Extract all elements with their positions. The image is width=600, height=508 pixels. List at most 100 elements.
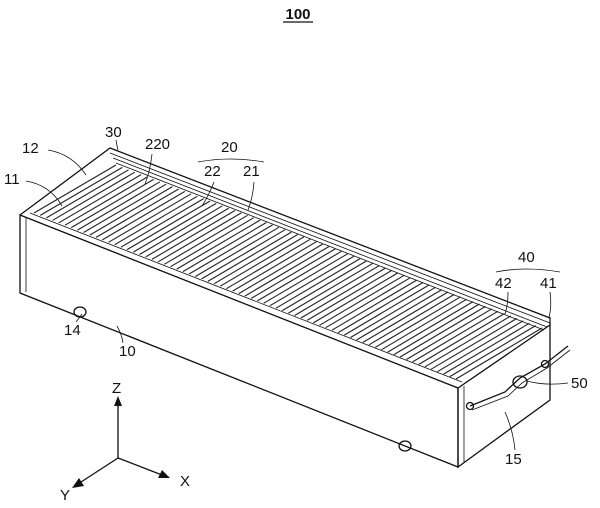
- leader-30: [115, 139, 119, 151]
- grille-slat: [64, 176, 148, 226]
- grille-slat: [319, 274, 405, 326]
- grille-slat: [58, 174, 142, 224]
- grille-slat: [170, 217, 255, 268]
- label-12: 12: [22, 140, 39, 157]
- grille-slat: [356, 289, 443, 341]
- grille-slat: [120, 198, 204, 248]
- leader-14: [75, 313, 83, 323]
- grille-slat: [269, 255, 355, 307]
- grille-slat: [406, 308, 493, 360]
- grille-slat: [89, 186, 173, 236]
- grille-slat: [399, 305, 486, 358]
- bracket-40: [495, 268, 561, 273]
- grille-slat: [430, 317, 518, 370]
- grille-slat: [182, 222, 267, 273]
- label-41: 41: [540, 275, 557, 292]
- grille-slat: [257, 250, 342, 302]
- grille-slat: [375, 296, 461, 348]
- z-arrowhead: [114, 396, 122, 406]
- grille-slat: [325, 277, 411, 329]
- grille-slat: [306, 270, 392, 321]
- grille-slat: [95, 188, 179, 238]
- grille-slat: [145, 207, 230, 258]
- grille-slat: [33, 164, 117, 214]
- x-axis-label: X: [180, 473, 190, 490]
- grille-slat: [83, 183, 167, 233]
- grille-slat: [281, 260, 367, 312]
- grille-slat: [139, 205, 223, 255]
- leader-50: [526, 380, 569, 385]
- grille-slat: [331, 279, 417, 331]
- grille-slat: [288, 262, 374, 314]
- grille-slat: [70, 178, 154, 229]
- label-14: 14: [64, 322, 81, 339]
- grille-slat: [213, 234, 298, 285]
- leader-12: [47, 149, 87, 176]
- latch-handle-inner: [471, 349, 571, 411]
- x-axis: [117, 457, 163, 476]
- grille-slat: [387, 301, 474, 353]
- latch-pivot-2: [540, 359, 550, 369]
- grille-slat: [437, 320, 524, 373]
- bracket-20: [197, 158, 265, 163]
- grille-slat: [300, 267, 386, 319]
- latch-pivot: [465, 401, 475, 411]
- label-40: 40: [518, 249, 535, 266]
- back-rim-line-3: [115, 162, 545, 331]
- y-axis-label: Y: [60, 487, 70, 504]
- grille-slat: [226, 238, 311, 290]
- leader-10: [116, 325, 124, 344]
- grille-slat: [46, 169, 129, 219]
- grille-slat: [157, 212, 242, 263]
- z-axis-label: Z: [112, 380, 121, 397]
- y-arrowhead: [72, 478, 84, 488]
- leader-220: [144, 153, 153, 185]
- grille-slat: [344, 284, 430, 336]
- grille-slat: [195, 226, 280, 277]
- back-rim-line-1: [109, 152, 551, 324]
- grille-slat: [418, 313, 505, 365]
- grille-slat: [443, 322, 530, 375]
- grille-slat: [244, 246, 330, 297]
- y-axis: [77, 457, 119, 485]
- foot-front-left: [73, 306, 87, 318]
- grille-slat: [294, 265, 380, 316]
- grille-slat: [455, 327, 543, 380]
- grille-slat: [52, 171, 136, 221]
- label-10: 10: [119, 343, 136, 360]
- grille-slat: [350, 286, 436, 338]
- leader-15: [504, 411, 516, 451]
- grille-slat: [232, 241, 317, 292]
- label-220: 220: [145, 136, 170, 153]
- label-42: 42: [495, 275, 512, 292]
- grille-slat: [39, 166, 123, 216]
- end-panel: [457, 323, 551, 469]
- grille-slat: [151, 210, 236, 260]
- label-22: 22: [204, 163, 221, 180]
- leader-22: [201, 181, 215, 207]
- front-panel: [19, 214, 459, 468]
- grille-slat: [219, 236, 305, 287]
- grille-slat: [238, 243, 323, 295]
- figure-title: 100: [285, 6, 310, 23]
- latch-knob: [512, 375, 528, 389]
- axis-triad: Z X Y: [60, 380, 190, 504]
- grille-slat: [201, 229, 286, 280]
- grille-slat: [133, 202, 217, 253]
- grille-slat: [412, 310, 499, 363]
- grille-slat: [164, 214, 248, 265]
- label-30: 30: [105, 124, 122, 141]
- grille-slat: [393, 303, 480, 356]
- grille-slat: [313, 272, 399, 324]
- grille-slat: [362, 291, 449, 343]
- grille-slat: [207, 231, 292, 282]
- grille-slat: [77, 181, 161, 231]
- leader-41: [548, 291, 552, 319]
- inner-front-edge: [29, 212, 463, 383]
- grille-slat: [275, 258, 361, 309]
- grille-slat: [188, 224, 273, 275]
- back-rim-line-2: [112, 157, 548, 328]
- grille-slats: [33, 164, 543, 380]
